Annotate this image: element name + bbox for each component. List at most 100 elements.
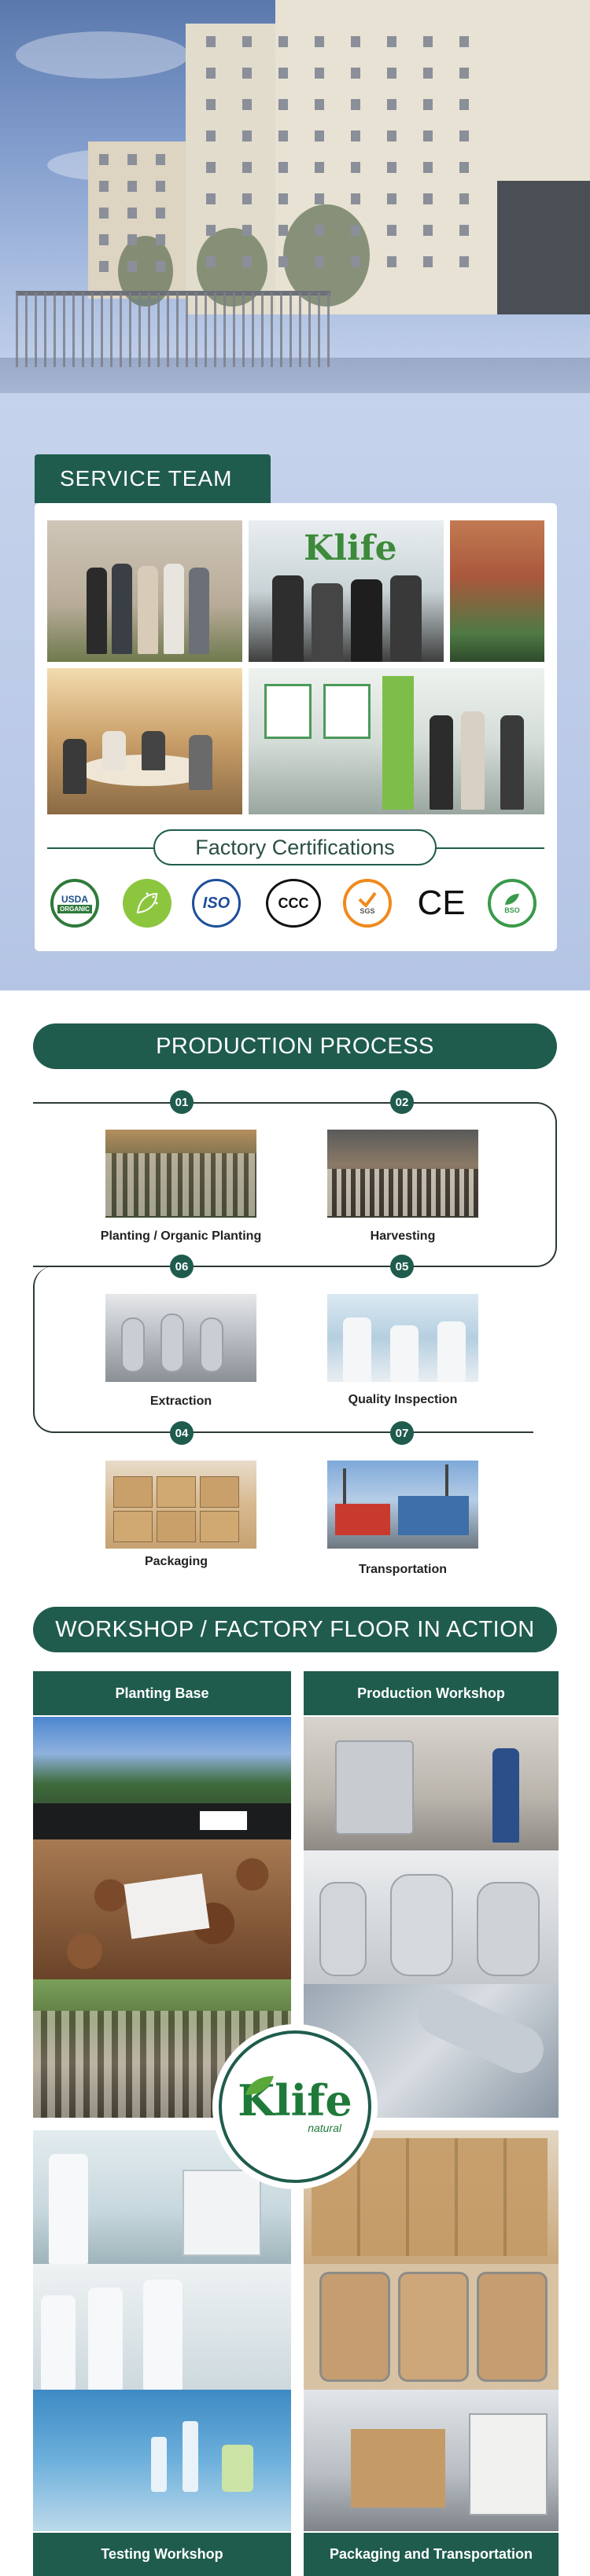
step-badge-02: 02 bbox=[390, 1090, 414, 1114]
production-machine-image bbox=[304, 1717, 559, 1850]
building-window bbox=[459, 256, 469, 267]
testing-workshop-label: Testing Workshop bbox=[33, 2533, 291, 2576]
building-window bbox=[459, 68, 469, 79]
building-window bbox=[242, 256, 252, 267]
certifications-title: Factory Certifications bbox=[153, 829, 437, 865]
building-window bbox=[459, 36, 469, 47]
team-photo-5 bbox=[249, 668, 544, 814]
stainless-tanks-image bbox=[304, 1850, 559, 1984]
building-window bbox=[351, 256, 360, 267]
building-window bbox=[206, 256, 216, 267]
building-window bbox=[351, 36, 360, 47]
building-window bbox=[206, 193, 216, 204]
building-window bbox=[315, 193, 324, 204]
building-window bbox=[206, 130, 216, 141]
warehouse-loading-image bbox=[304, 2390, 559, 2531]
building-window bbox=[459, 193, 469, 204]
building-window bbox=[459, 130, 469, 141]
building-window bbox=[206, 99, 216, 110]
building-window bbox=[99, 261, 109, 272]
building-window bbox=[278, 225, 288, 236]
building-window bbox=[127, 234, 137, 245]
building-window bbox=[387, 256, 396, 267]
step-label-harvesting: Harvesting bbox=[370, 1229, 436, 1243]
building-window bbox=[387, 193, 396, 204]
building-window bbox=[278, 130, 288, 141]
building-window bbox=[278, 256, 288, 267]
building-window bbox=[387, 68, 396, 79]
step-label-transportation: Transportation bbox=[358, 1563, 447, 1576]
building-window bbox=[423, 68, 433, 79]
iso-icon: ISO bbox=[192, 879, 241, 928]
building-window bbox=[206, 68, 216, 79]
usda-organic-icon: USDA ORGANIC bbox=[50, 879, 99, 928]
step-label-extraction: Extraction bbox=[149, 1395, 212, 1408]
testing-lab-image-3 bbox=[33, 2390, 291, 2531]
klife-logo-sub: natural bbox=[308, 2122, 341, 2134]
factory-gate bbox=[16, 292, 330, 367]
building-window bbox=[99, 208, 109, 219]
production-workshop-label: Production Workshop bbox=[304, 1671, 559, 1715]
fiber-drums-image bbox=[304, 2264, 559, 2390]
service-team-title: SERVICE TEAM bbox=[35, 454, 271, 503]
step-label-quality-inspection: Quality Inspection bbox=[348, 1393, 458, 1406]
team-photo-4 bbox=[47, 668, 242, 814]
ccc-icon: CCC bbox=[266, 879, 321, 928]
building-window bbox=[156, 261, 165, 272]
step-label-packaging: Packaging bbox=[144, 1555, 208, 1568]
building-window bbox=[242, 193, 252, 204]
building-window bbox=[351, 68, 360, 79]
building-window bbox=[156, 154, 165, 165]
step-badge-01: 01 bbox=[170, 1090, 194, 1114]
team-photo-1 bbox=[47, 520, 242, 662]
team-photo-3 bbox=[450, 520, 544, 662]
packaging-transportation-label: Packaging and Transportation bbox=[304, 2533, 559, 2576]
step-badge-04: 04 bbox=[170, 1421, 194, 1445]
planting-image bbox=[105, 1130, 256, 1218]
building-window bbox=[423, 256, 433, 267]
building-window bbox=[387, 99, 396, 110]
planting-base-label: Planting Base bbox=[33, 1671, 291, 1715]
building-window bbox=[351, 99, 360, 110]
building-window bbox=[423, 36, 433, 47]
packaging-image bbox=[105, 1461, 256, 1549]
transportation-image bbox=[327, 1461, 478, 1549]
building-window bbox=[315, 99, 324, 110]
step-badge-06: 06 bbox=[170, 1255, 194, 1278]
building-window bbox=[459, 162, 469, 173]
eu-organic-leaf-icon bbox=[123, 879, 171, 928]
step-label-planting: Planting / Organic Planting bbox=[100, 1229, 262, 1243]
building-window bbox=[423, 130, 433, 141]
building-window bbox=[242, 225, 252, 236]
factory-hero-image bbox=[0, 0, 590, 444]
building-window bbox=[156, 234, 165, 245]
quality-inspection-image bbox=[327, 1294, 478, 1382]
building-window bbox=[459, 99, 469, 110]
step-badge-07: 07 bbox=[390, 1421, 414, 1445]
ce-icon: CE bbox=[417, 879, 466, 928]
building-window bbox=[206, 36, 216, 47]
building-window bbox=[315, 36, 324, 47]
building-window bbox=[315, 225, 324, 236]
leaf-icon bbox=[245, 2076, 274, 2095]
building-window bbox=[423, 162, 433, 173]
building-window bbox=[387, 225, 396, 236]
building-window bbox=[127, 261, 137, 272]
building-window bbox=[242, 36, 252, 47]
bso-icon: BSO bbox=[488, 879, 537, 928]
building-window bbox=[127, 154, 137, 165]
building-window bbox=[315, 256, 324, 267]
building-window bbox=[387, 130, 396, 141]
building-window bbox=[459, 225, 469, 236]
klife-logo: Klife natural bbox=[219, 2030, 371, 2183]
building-window bbox=[242, 99, 252, 110]
building-window bbox=[278, 162, 288, 173]
harvesting-image bbox=[327, 1130, 478, 1218]
planting-base-hills-image bbox=[33, 1717, 291, 1839]
mushroom-tray-image bbox=[33, 1839, 291, 1979]
building-window bbox=[278, 68, 288, 79]
process-flow-line-2 bbox=[33, 1266, 533, 1433]
building-window bbox=[387, 162, 396, 173]
building-window bbox=[315, 130, 324, 141]
production-process-header: PRODUCTION PROCESS bbox=[33, 1023, 557, 1069]
